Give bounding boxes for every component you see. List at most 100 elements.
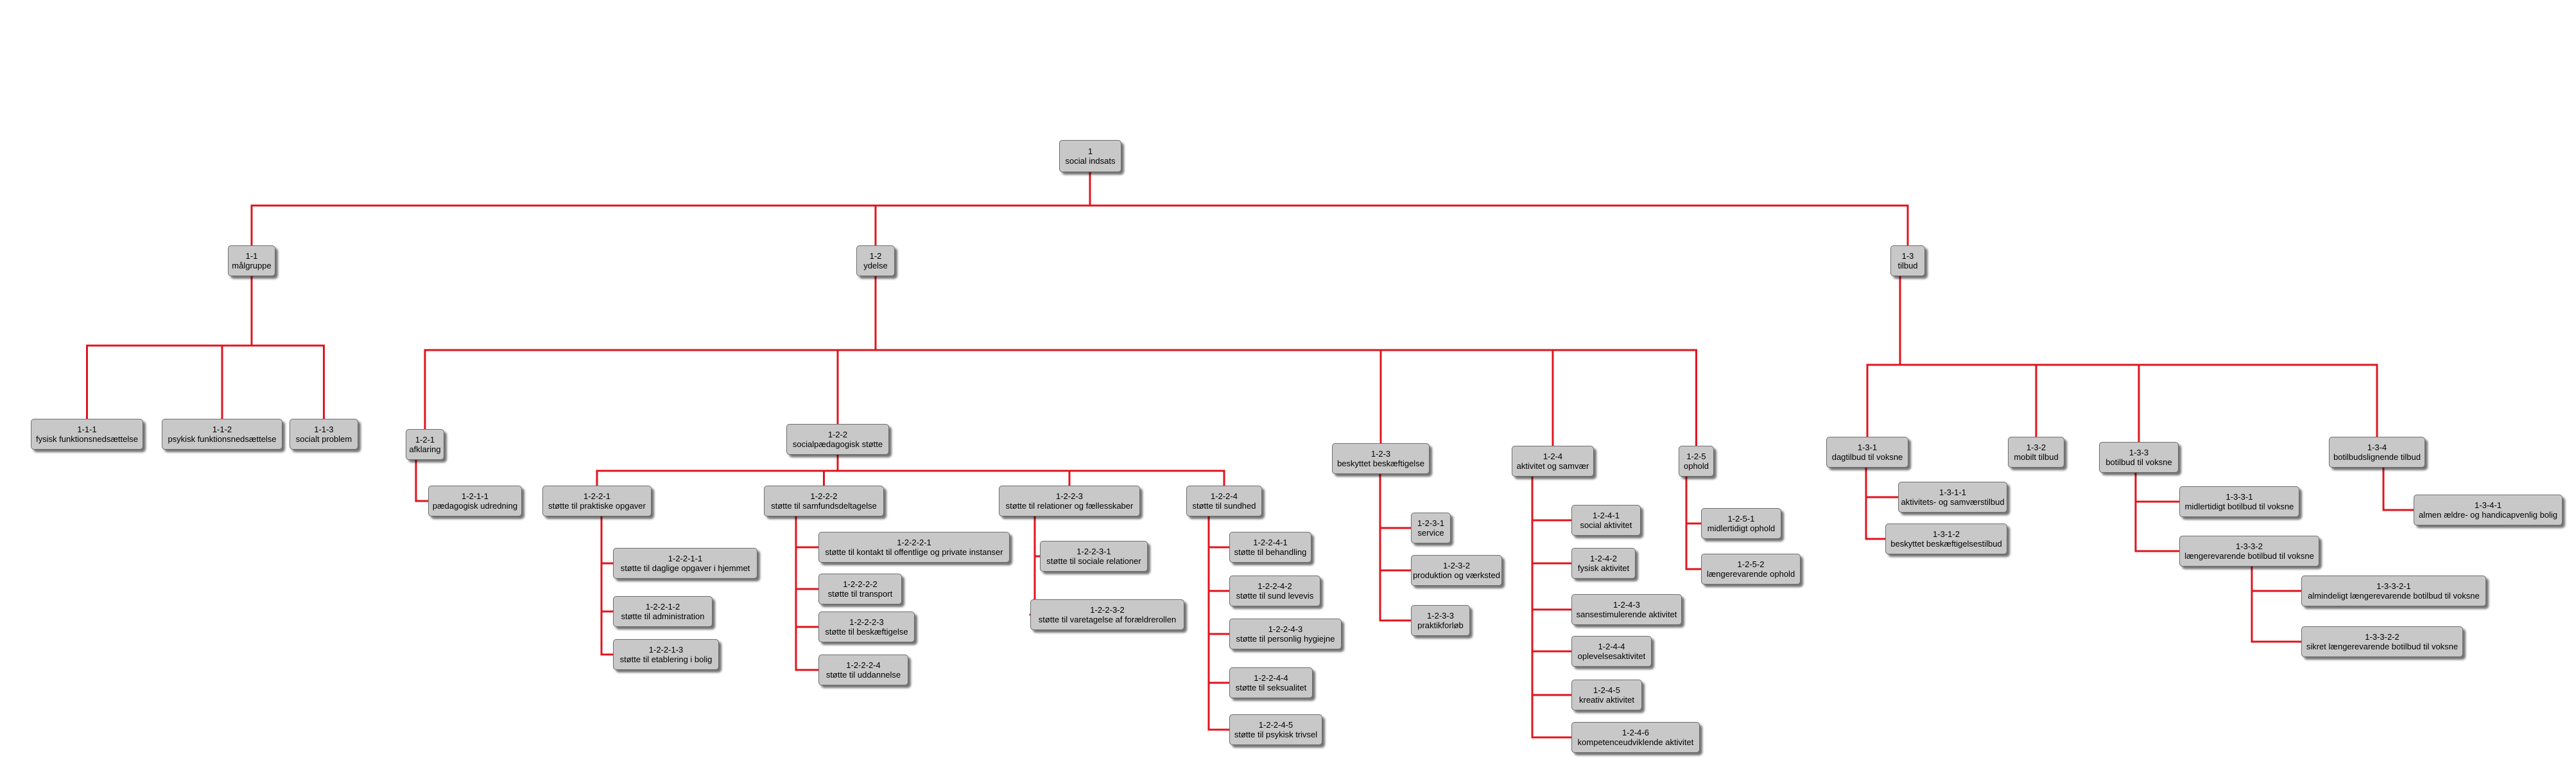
node-id: 1-2-2-4-2 (1258, 581, 1292, 591)
node-id: 1-2-3 (1370, 449, 1391, 459)
node-label: støtte til administration (621, 611, 705, 621)
node-id: 1-2-4-4 (1598, 642, 1625, 651)
node-label: oplevelsesaktivitet (1577, 651, 1646, 661)
node-label: længerevarende botilbud til voksne (2184, 551, 2314, 561)
node-label: botilbud til voksne (2105, 457, 2172, 467)
node-label: socialt problem (295, 434, 352, 444)
node-id: 1-2-2-2-3 (849, 617, 884, 627)
node-label: praktikforløb (1417, 620, 1464, 630)
node-id: 1-2-4-1 (1593, 511, 1620, 520)
node-label: støtte til samfundsdeltagelse (771, 501, 877, 511)
node-label: socialpædagogisk støtte (792, 439, 883, 449)
node-label: støtte til daglige opgaver i hjemmet (620, 563, 750, 573)
node-id: 1-2-2-4 (1211, 491, 1238, 501)
node-label: tilbud (1897, 261, 1918, 270)
node-id: 1-3-4 (2367, 443, 2387, 452)
node-label: støtte til beskæftigelse (825, 627, 908, 637)
node-label: ydelse (863, 261, 888, 270)
node-label: støtte til etablering i bolig (619, 655, 713, 664)
node-label: psykisk funktionsnedsættelse (168, 434, 277, 444)
node-id: 1-2-2-2-1 (897, 538, 931, 547)
node-id: 1-3-3-2 (2236, 541, 2263, 551)
node-id: 1-2 (869, 251, 882, 261)
node-id: 1-2-2-1-3 (648, 645, 684, 655)
node-id: 1-2-3-3 (1427, 611, 1454, 620)
node-id: 1-2-2-4-1 (1253, 538, 1288, 547)
node-label: almindeligt længerevarende botilbud til … (2308, 591, 2480, 601)
node-label: aktivitets- og samværstilbud (1901, 497, 2005, 507)
node-label: støtte til seksualitet (1235, 683, 1307, 692)
node-id: 1-2-2-1-1 (668, 554, 703, 563)
node-label: fysisk aktivitet (1577, 563, 1630, 573)
node-label: kompetenceudviklende aktivitet (1577, 737, 1694, 747)
node-id: 1-3-2 (2026, 443, 2046, 452)
node-id: 1-2-4-2 (1590, 554, 1617, 563)
node-label: social aktivitet (1580, 520, 1632, 530)
node-id: 1-2-2-4-3 (1268, 624, 1303, 634)
node-id: 1-2-2-3-1 (1076, 547, 1111, 556)
node-id: 1-2-2-4-4 (1254, 673, 1288, 683)
node-label: produktion og værksted (1413, 570, 1500, 580)
node-label: støtte til personlig hygiejne (1236, 634, 1335, 644)
node-label: afklaring (409, 444, 441, 454)
node-label: støtte til kontakt til offentlige og pri… (825, 547, 1003, 557)
node-id: 1-2-3-2 (1443, 561, 1470, 570)
node-label: støtte til transport (827, 589, 893, 599)
node-id: 1-3-1-2 (1933, 529, 1960, 539)
